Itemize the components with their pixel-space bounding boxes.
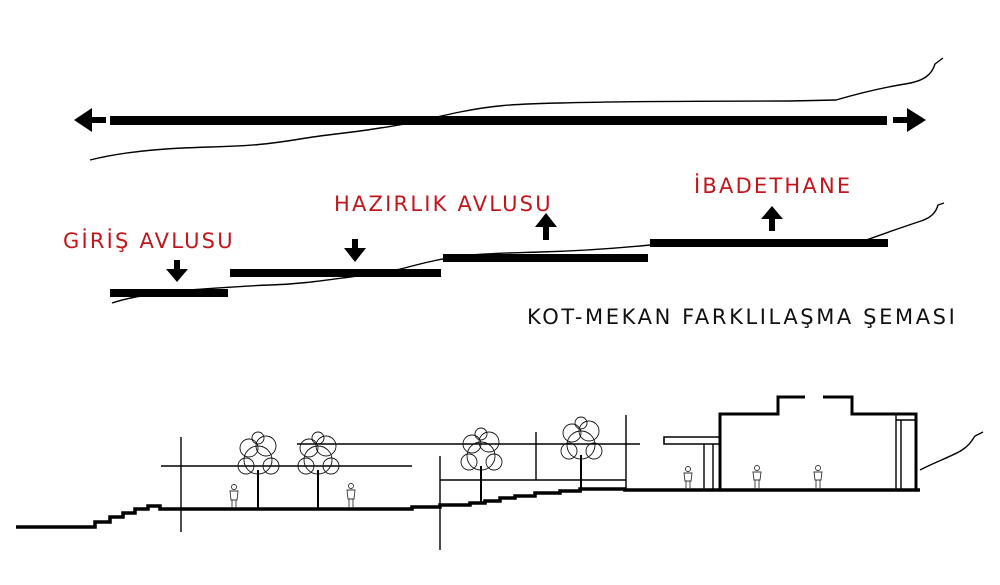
level-bar-1 [110, 289, 228, 297]
architectural-section [16, 395, 984, 550]
level-bar-2 [230, 269, 441, 277]
human-figure-icon [813, 465, 823, 489]
terrain-line-middle [111, 202, 945, 304]
tree-icon [237, 431, 280, 508]
tree-icon [297, 431, 340, 508]
terrain-line-top [89, 57, 944, 161]
arrow-left-icon [74, 108, 92, 132]
level-bar-3 [443, 254, 648, 262]
building-outline [718, 395, 918, 490]
label-preparation-courtyard: HAZIRLIK AVLUSU [334, 192, 553, 216]
label-prayer-hall: İBADETHANE [694, 173, 852, 198]
porch-canopy [663, 436, 721, 445]
diagram-title: KOT-MEKAN FARKLILAŞMA ŞEMASI [527, 305, 957, 329]
arrow-down-icon [166, 260, 188, 282]
terrain-line-bottom [919, 431, 984, 471]
level-bar-4 [650, 239, 888, 247]
human-figure-icon [229, 484, 239, 507]
arrow-right-shaft [893, 117, 911, 123]
tree-icon [560, 416, 603, 492]
middle-schema: GİRİŞ AVLUSU HAZIRLIK AVLUSU İBADETHANE … [63, 173, 957, 329]
ground-profile [16, 487, 920, 529]
human-figure-icon [752, 465, 762, 489]
arrow-down-icon [344, 239, 366, 262]
label-entrance-courtyard: GİRİŞ AVLUSU [63, 228, 235, 253]
level-bar-continuous [110, 116, 887, 125]
tree-icon [460, 427, 503, 503]
arrow-left-shaft [88, 117, 106, 123]
human-figure-icon [683, 466, 693, 489]
arrow-up-icon [761, 206, 783, 231]
human-figure-icon [346, 483, 356, 507]
arrow-up-icon [535, 213, 557, 240]
arrow-right-icon [907, 108, 926, 132]
top-schema [74, 57, 944, 161]
